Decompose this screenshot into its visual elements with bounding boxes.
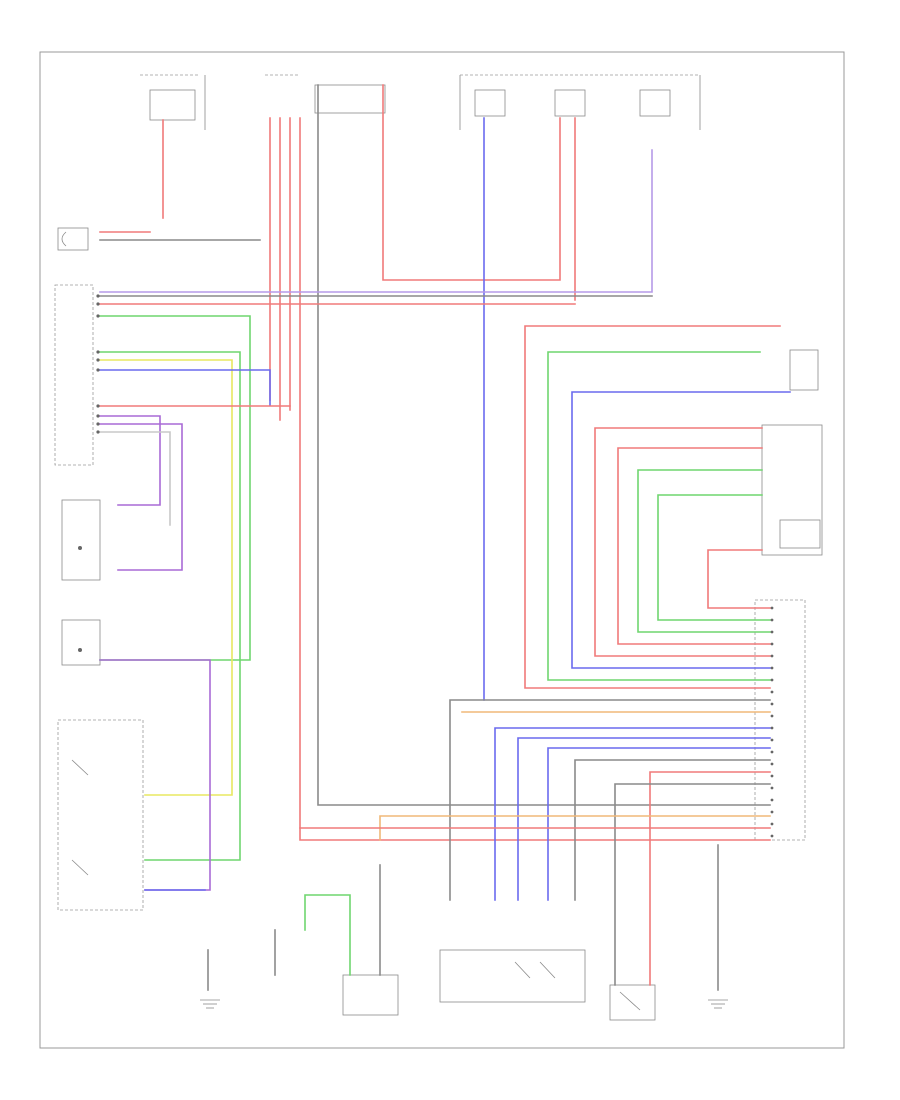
door-lock-motor-left	[61, 499, 101, 581]
wire-light_gray-21	[99, 431, 171, 526]
wire-green-15	[99, 351, 241, 861]
wire-red-38	[649, 771, 771, 986]
wire-red-6	[299, 117, 771, 841]
right-upper-connector	[761, 349, 823, 556]
door-lock-control-module	[54, 284, 94, 466]
terminal-right-9	[770, 714, 774, 718]
wire-purple-20	[99, 423, 183, 571]
door-courtesy-switch	[754, 599, 806, 841]
terminal-left-3	[96, 350, 100, 354]
terminal-right-3	[770, 642, 774, 646]
terminal-left-8	[96, 422, 100, 426]
wire-blue-17	[99, 369, 271, 406]
terminal-right-5	[770, 666, 774, 670]
wire-harness	[96, 84, 791, 991]
door-lock-motor-right	[61, 619, 101, 666]
terminal-right-8	[770, 702, 774, 706]
terminal-left-2	[96, 314, 100, 318]
terminal-right-13	[770, 762, 774, 766]
power-window-master-switch	[57, 719, 144, 911]
ground-right	[708, 999, 728, 1009]
terminal-left-6	[96, 404, 100, 408]
wire-gray-37	[574, 759, 771, 901]
terminal-right-16	[770, 798, 774, 802]
terminal-left-5	[96, 368, 100, 372]
terminal-right-14	[770, 774, 774, 778]
terminal-left-4	[96, 358, 100, 362]
wire-red-31	[707, 549, 771, 609]
hood-switch	[609, 984, 656, 1021]
terminal-right-15	[770, 786, 774, 790]
terminal-right-19	[770, 834, 774, 838]
terminal-right-11	[770, 738, 774, 742]
terminal-right-6	[770, 678, 774, 682]
terminal-right-12	[770, 750, 774, 754]
wire-green-14	[99, 315, 251, 661]
terminal-right-7	[770, 690, 774, 694]
wire-red-28	[617, 447, 771, 645]
terminal-left-1	[96, 302, 100, 306]
wire-yellow-16	[99, 359, 233, 796]
data-link-connector	[342, 974, 399, 1016]
diagram-frame	[39, 51, 845, 1049]
terminal-right-10	[770, 726, 774, 730]
wire-purple-19	[99, 415, 161, 506]
wire-red-8	[382, 84, 561, 281]
wire-red-24	[524, 325, 781, 689]
terminal-left-0	[96, 294, 100, 298]
terminal-right-4	[770, 654, 774, 658]
terminal-right-18	[770, 822, 774, 826]
terminal-right-17	[770, 810, 774, 814]
terminal-right-1	[770, 618, 774, 622]
terminal-right-0	[770, 606, 774, 610]
wire-gray-7	[317, 84, 771, 806]
wire-green-44	[304, 894, 351, 976]
wire-green-29	[637, 469, 771, 633]
top-power-sources	[140, 74, 701, 130]
wire-gray-32	[449, 699, 771, 901]
terminal-left-9	[96, 430, 100, 434]
terminal-right-2	[770, 630, 774, 634]
wire-green-30	[657, 494, 771, 621]
combination-meter	[439, 949, 586, 1003]
ground-left	[200, 999, 220, 1009]
terminal-left-7	[96, 414, 100, 418]
wire-purple-22	[99, 659, 211, 891]
wire-blue-34	[494, 727, 771, 901]
wire-blue-26	[571, 391, 791, 669]
wire-violet-11	[99, 149, 653, 293]
wire-green-25	[547, 351, 771, 681]
wire-orange-40	[379, 815, 771, 841]
wire-gray-39	[614, 783, 771, 986]
wire-blue-36	[547, 747, 771, 901]
wire-red-27	[594, 427, 771, 657]
wire-blue-35	[517, 737, 771, 901]
key-reminder-switch	[57, 227, 89, 251]
